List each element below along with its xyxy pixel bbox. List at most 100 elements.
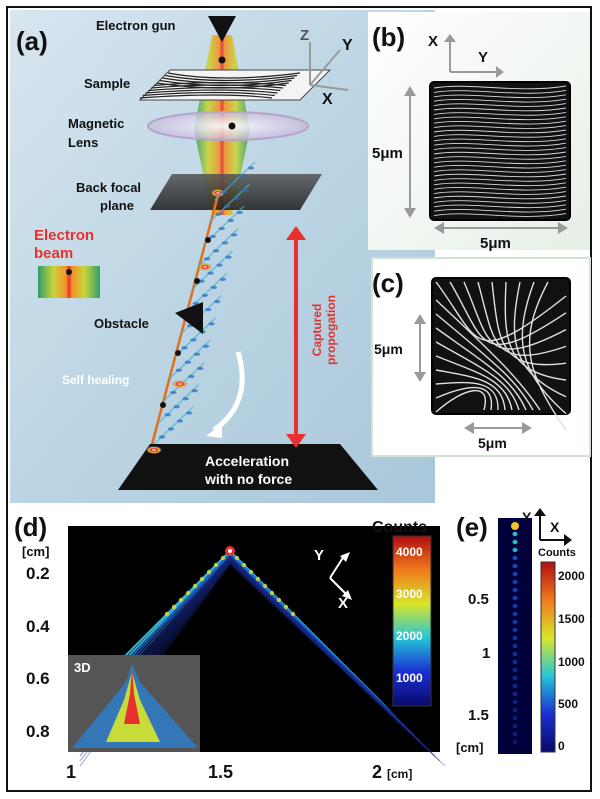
- panel-a: (a): [10, 10, 435, 503]
- panel-b-axis-arrow-up: [444, 34, 456, 42]
- panel-b-axes-icon: [449, 40, 498, 73]
- final-spot: [146, 446, 162, 454]
- electron-beam-label-1: Electron: [34, 227, 94, 244]
- electron-gun-label: Electron gun: [96, 18, 176, 33]
- propagation-slices: [152, 161, 256, 446]
- panel-c-scale-v-top: [414, 314, 426, 324]
- panel-d-y-tick-1: 0.4: [26, 617, 50, 636]
- beam-spot-1: [198, 263, 212, 271]
- electron-gun-icon: [208, 16, 236, 42]
- panel-b-tag: (b): [372, 22, 405, 52]
- panel-c-scale-v-bottom: [414, 372, 426, 382]
- panel-b: (b) X Y 5μm 5μm: [368, 12, 590, 252]
- panel-b-axis-y-label: Y: [478, 49, 488, 66]
- panel-d-axes-icon: [329, 555, 347, 595]
- traj-dot-4: [160, 402, 166, 408]
- magnetic-lens-label-1: Magnetic: [68, 116, 124, 131]
- panel-e-axis-x-label: X: [550, 519, 560, 535]
- panel-d-colorbar: [392, 535, 432, 707]
- panel-e-cb-tick-1: 1500: [558, 612, 585, 626]
- panel-b-axis-x-label: X: [428, 33, 438, 50]
- panel-b-scale-left-label: 5μm: [372, 145, 403, 162]
- panel-c-scale-bottom-label: 5μm: [478, 435, 507, 451]
- traj-dot-2: [194, 278, 200, 284]
- panel-e-colorbar: [540, 561, 556, 753]
- panel-e-cb-tick-3: 500: [558, 697, 578, 711]
- panel-e-axis-arrow-up: [534, 508, 546, 516]
- axis-z-label: Z: [300, 27, 309, 44]
- axis-y-label: Y: [342, 37, 353, 54]
- panel-e-spots: [511, 522, 519, 745]
- captured-arrow-top: [286, 226, 306, 240]
- panel-d-cb-tick-2: 2000: [396, 629, 423, 643]
- panel-e-cb-tick-0: 2000: [558, 569, 585, 583]
- acceleration-arrow-head: [206, 424, 222, 438]
- panel-d-y-tick-0: 0.2: [26, 564, 50, 583]
- panel-d-axis-x-label: X: [338, 595, 348, 612]
- panel-b-scale-v-bottom: [404, 208, 416, 218]
- panel-b-scale-v-top: [404, 86, 416, 96]
- panel-e-y-tick-1: 1: [482, 645, 490, 662]
- panel-b-scale-h-right: [558, 222, 568, 234]
- panel-c-scale-h-left: [464, 422, 474, 434]
- panel-e-tag: (e): [456, 512, 488, 542]
- panel-e-y-unit: [cm]: [456, 740, 483, 755]
- traj-dot-3: [175, 350, 181, 356]
- sample-plate: [138, 69, 332, 101]
- panel-e-axis-y-label: Y: [522, 509, 532, 525]
- panel-e-cb-tick-4: 0: [558, 739, 565, 753]
- panel-c: (c) 5μm 5μm: [371, 257, 591, 457]
- panel-c-tag: (c): [372, 268, 404, 298]
- detection-plate: [118, 444, 378, 490]
- panel-e-counts-label: Counts: [538, 547, 576, 559]
- electron-beam-label-2: beam: [34, 245, 73, 262]
- panel-d-axis-y-label: Y: [314, 547, 324, 564]
- panel-e-y-tick-0: 0.5: [468, 591, 489, 608]
- panel-b-scale-h-left: [434, 222, 444, 234]
- panel-d-x-tick-2: 2: [372, 762, 382, 782]
- axes-triad-icon: [309, 42, 349, 91]
- panel-d-axis-arrow-x: [342, 590, 352, 600]
- back-focal-plane: [150, 174, 322, 210]
- panel-e-y-tick-2: 1.5: [468, 707, 489, 724]
- panel-c-scale-h-right: [522, 422, 532, 434]
- panel-d-inset-label: 3D: [74, 660, 91, 675]
- panel-a-tag: (a): [16, 26, 48, 56]
- panel-d-y-unit: [cm]: [22, 544, 49, 559]
- panel-d-inset-peak: [124, 668, 140, 724]
- panel-d-x-unit: [cm]: [387, 767, 412, 781]
- panel-d-peak-core: [228, 549, 232, 553]
- panel-d-y-tick-3: 0.8: [26, 722, 50, 741]
- acceleration-label-2: with no force: [204, 471, 292, 487]
- lens-dot: [228, 122, 236, 130]
- beam-spot-2: [172, 380, 188, 388]
- magnetic-lens-label-2: Lens: [68, 135, 98, 150]
- sample-label: Sample: [84, 76, 130, 91]
- panel-b-pattern: [429, 81, 571, 221]
- panel-b-scale-bottom-label: 5μm: [480, 235, 511, 252]
- captured-arrow-bottom: [286, 434, 306, 448]
- panel-d-x-tick-0: 1: [66, 762, 76, 782]
- beam-dot: [218, 56, 226, 64]
- panel-b-axis-arrow-right: [496, 66, 504, 78]
- panel-d-cb-tick-1: 3000: [396, 587, 423, 601]
- obstacle-label: Obstacle: [94, 316, 149, 331]
- panel-d-axis-arrow-y: [340, 552, 350, 562]
- captured-label-1: Captured: [310, 304, 324, 357]
- traj-dot-1: [205, 237, 211, 243]
- panel-e-axis-arrow-right: [564, 534, 572, 546]
- panel-b-fringes: [433, 85, 567, 217]
- panel-d-tag: (d): [14, 512, 47, 542]
- panel-d-x-tick-1: 1.5: [208, 762, 233, 782]
- acceleration-label-1: Acceleration: [205, 453, 289, 469]
- back-focal-label-2: plane: [100, 198, 134, 213]
- panel-e-axes-icon: [539, 514, 566, 541]
- panel-c-scale-left-label: 5μm: [374, 341, 403, 357]
- self-healing-label: Self healing: [62, 373, 129, 387]
- panel-d-cb-tick-3: 1000: [396, 671, 423, 685]
- panel-d: (d) Counts 4000 3000 2000 1000 Y X 3D [c…: [10, 505, 450, 789]
- panel-c-fringes: [435, 281, 567, 431]
- axis-x-label: X: [322, 91, 333, 108]
- panel-d-counts-label: Counts: [372, 519, 427, 536]
